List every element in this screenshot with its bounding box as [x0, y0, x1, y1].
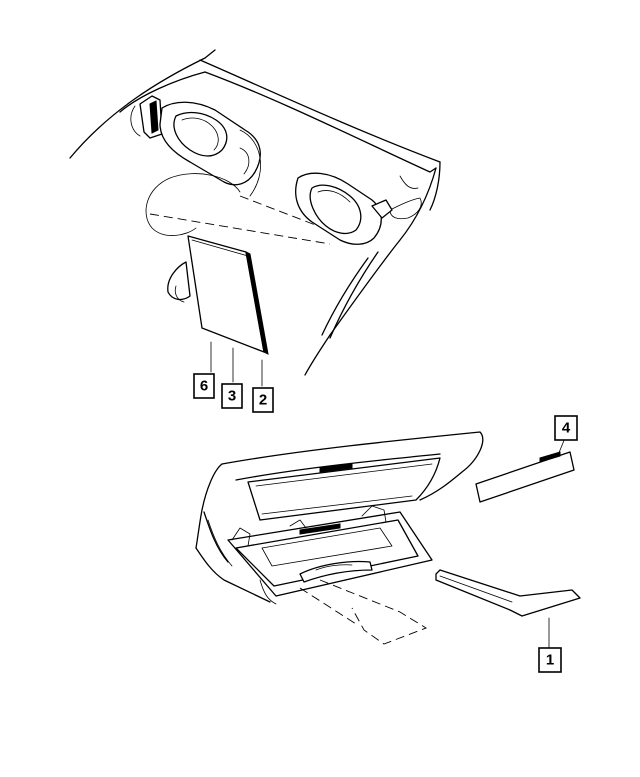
a-pillar [321, 257, 369, 336]
visor-mirror-card [167, 235, 269, 355]
glovebox-card-phantom [319, 579, 428, 645]
glovebox-opening [247, 457, 441, 521]
svg-text:2: 2 [259, 392, 267, 409]
detail-bubble [145, 173, 241, 236]
callout-2: 2 [252, 387, 274, 413]
roof-outline [69, 49, 216, 159]
glovebox-door [227, 505, 433, 605]
detail-circle-left [239, 129, 261, 197]
headliner-view [69, 49, 441, 387]
glovebox-card [435, 569, 581, 617]
svg-text:4: 4 [562, 420, 571, 437]
dash-top [221, 431, 484, 501]
callout-3: 3 [221, 383, 243, 409]
leader-dashed [149, 213, 331, 245]
svg-text:1: 1 [546, 652, 554, 669]
instrument-panel-view [195, 431, 581, 649]
svg-text:6: 6 [200, 378, 208, 395]
label-strip [475, 451, 575, 503]
svg-text:3: 3 [228, 388, 236, 405]
left-sun-visor [159, 101, 261, 186]
callout-6: 6 [193, 373, 215, 399]
right-sun-visor [295, 172, 393, 245]
callout-4: 4 [554, 415, 578, 441]
callout-1: 1 [538, 647, 562, 673]
